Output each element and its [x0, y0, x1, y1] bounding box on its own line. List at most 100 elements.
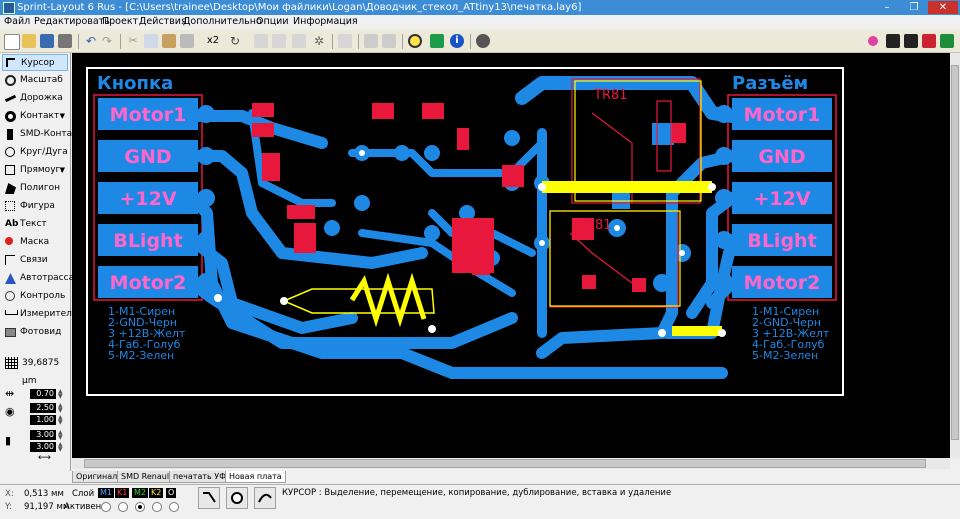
tool-polygon[interactable]: Полигон	[2, 180, 68, 197]
connector-pin	[197, 231, 215, 249]
scroll-thumb[interactable]	[84, 459, 926, 468]
connector-pin	[197, 189, 215, 207]
top-copper	[252, 103, 686, 292]
snap-icon[interactable]: ✲	[313, 34, 325, 48]
smd-height-field[interactable]: 3.00	[30, 442, 56, 452]
minimize-button[interactable]: –	[884, 2, 890, 13]
tab-print-uv[interactable]: печатать УФ	[169, 471, 231, 483]
close-button[interactable]: ✕	[928, 1, 958, 14]
active-layer-m1-radio[interactable]	[101, 502, 111, 512]
swap-icon[interactable]: ⟷	[38, 453, 51, 463]
gerber-icon[interactable]	[904, 34, 918, 48]
tool-connections[interactable]: Связи	[2, 252, 68, 269]
layer-o[interactable]: O	[166, 488, 177, 498]
layer-m2[interactable]: M2	[132, 488, 148, 498]
connector-pad-left	[98, 224, 198, 256]
smd-width-field[interactable]: 3.00	[30, 430, 56, 440]
tab-smd-renault[interactable]: SMD Renault	[117, 471, 177, 483]
pad-outer-spinner[interactable]: ▲▼	[58, 402, 63, 414]
menu-info[interactable]: Информация	[293, 16, 358, 27]
tool-autoroute[interactable]: Автотрасса	[2, 270, 74, 287]
menu-extras[interactable]: Дополнительно	[183, 16, 262, 27]
redo-icon[interactable]: ↷	[101, 34, 113, 48]
layer-k1[interactable]: K1	[115, 488, 130, 498]
pad-layer-button[interactable]	[226, 487, 248, 509]
smd-height-spinner[interactable]: ▲▼	[58, 441, 63, 453]
cut-icon[interactable]: ✂	[128, 34, 138, 47]
track-width-field[interactable]: 0.70	[30, 389, 56, 399]
tab-original[interactable]: Оригинал	[72, 471, 122, 483]
horizontal-scrollbar[interactable]	[72, 458, 950, 469]
tool-rectangle[interactable]: Прямоуг. ▼	[2, 162, 68, 179]
tool-circle[interactable]: Круг/Дуга	[2, 144, 68, 161]
duplicate-x2-button[interactable]: x2	[206, 35, 220, 46]
print-icon[interactable]	[58, 34, 72, 48]
active-layer-o-radio[interactable]	[169, 502, 179, 512]
pad-inner-field[interactable]: 1.00	[30, 415, 56, 425]
component-label: TR81	[577, 218, 612, 233]
library-icon[interactable]	[940, 34, 954, 48]
settings-gear-icon[interactable]	[476, 34, 490, 48]
lock-icon[interactable]	[364, 34, 378, 48]
layer-m1[interactable]: M1	[98, 488, 114, 498]
active-layer-k1-radio[interactable]	[118, 502, 128, 512]
maximize-button[interactable]: ❐	[909, 2, 919, 13]
tab-new-board[interactable]: Новая плата	[225, 471, 286, 483]
cursor-icon	[6, 58, 15, 67]
tool-mask[interactable]: Маска	[2, 234, 68, 251]
tool-shape[interactable]: Фигура	[2, 198, 68, 215]
tool-measure[interactable]: Измеритель	[2, 306, 77, 323]
info-icon[interactable]: i	[450, 34, 464, 48]
menu-edit[interactable]: Редактировать	[34, 16, 110, 27]
component-label: TR81	[593, 88, 628, 103]
active-layer-k2-radio[interactable]	[152, 502, 162, 512]
menu-options[interactable]: Опции	[256, 16, 289, 27]
new-file-icon[interactable]	[4, 34, 20, 50]
app-icon	[3, 2, 15, 14]
save-icon[interactable]	[40, 34, 54, 48]
smd-width-spinner[interactable]: ▲▼	[58, 429, 63, 441]
align-icon[interactable]	[292, 34, 306, 48]
menu-actions[interactable]: Действия	[139, 16, 187, 27]
mirror-horizontal-icon[interactable]	[254, 34, 268, 48]
undo-icon[interactable]: ↶	[85, 34, 97, 48]
mirror-vertical-icon[interactable]	[272, 34, 286, 48]
tool-pad[interactable]: Контакт ▼	[2, 108, 68, 125]
tool-test[interactable]: Контроль	[2, 288, 68, 305]
grid-size-button[interactable]: 39,6875 µm	[2, 354, 68, 386]
toolbar-separator	[358, 34, 359, 49]
tool-smd-pad[interactable]: SMD-Контакт	[2, 126, 83, 143]
tool-cursor[interactable]: Курсор	[2, 54, 68, 71]
rotate-icon[interactable]: ↻	[229, 34, 241, 48]
active-layer-m2-radio[interactable]	[135, 502, 145, 512]
tool-photoview[interactable]: Фотовид	[2, 324, 68, 341]
tool-text[interactable]: Ab Текст	[2, 216, 68, 233]
open-folder-icon[interactable]	[22, 34, 36, 48]
zoom-icon[interactable]	[408, 34, 422, 48]
pad-outer-field[interactable]: 2.50	[30, 403, 56, 413]
pad-inner-spinner[interactable]: ▲▼	[58, 414, 63, 426]
group-icon[interactable]	[338, 34, 352, 48]
menu-project[interactable]: Проект	[102, 16, 139, 27]
ratsnest-button[interactable]	[198, 487, 220, 509]
color-scheme-icon[interactable]	[868, 36, 878, 46]
vertical-scrollbar[interactable]	[950, 53, 960, 458]
paste-icon[interactable]	[162, 34, 176, 48]
copy-icon[interactable]	[144, 34, 158, 48]
right-header-text: Разъём	[732, 73, 808, 94]
connection-button[interactable]	[254, 487, 276, 509]
export-icon[interactable]	[886, 34, 900, 48]
tool-zoom[interactable]: Масштаб	[2, 72, 68, 89]
delete-icon[interactable]	[180, 34, 194, 48]
zoom-board-icon[interactable]	[430, 34, 444, 48]
pinout-note: 4-Габ.-Голуб	[108, 338, 181, 351]
track-width-spinner[interactable]: ▲▼	[58, 388, 63, 400]
layer-k2[interactable]: K2	[149, 488, 164, 498]
unlock-icon[interactable]	[382, 34, 396, 48]
drc-icon[interactable]	[922, 34, 936, 48]
scroll-thumb[interactable]	[951, 65, 959, 440]
tool-track[interactable]: Дорожка	[2, 90, 68, 107]
menu-file[interactable]: Файл	[4, 16, 31, 27]
connector-pad-label: Motor2	[744, 272, 821, 294]
